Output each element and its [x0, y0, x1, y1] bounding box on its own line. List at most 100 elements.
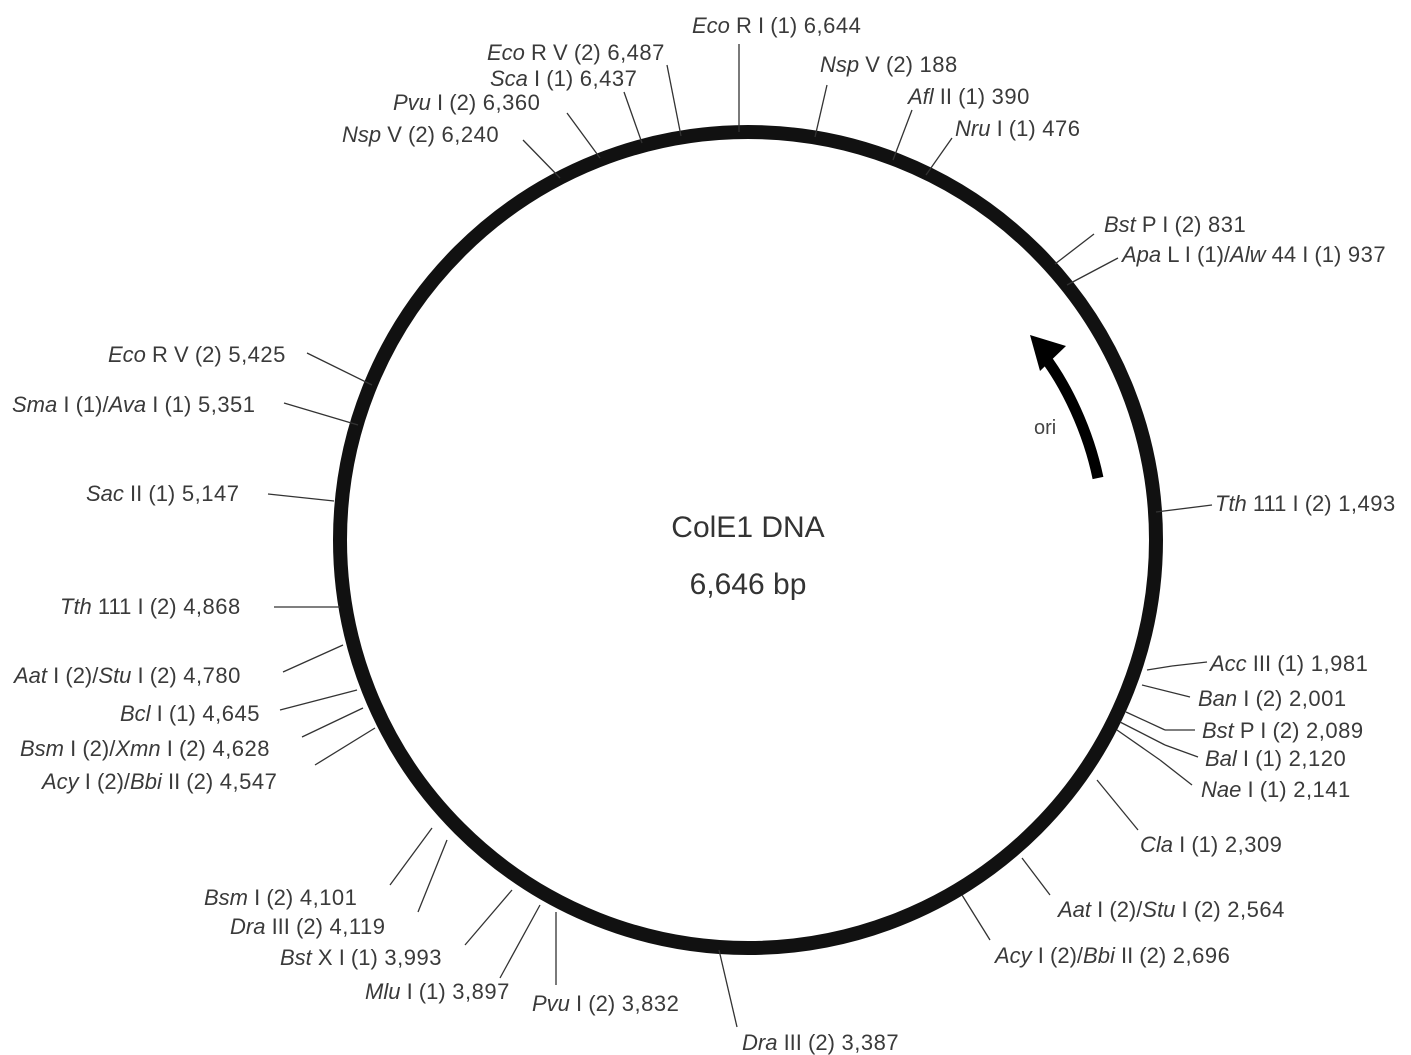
enzyme-suffix: III: [777, 1030, 808, 1055]
enzyme-name: Bbi: [130, 769, 163, 794]
site-count: (1): [1277, 651, 1304, 676]
enzyme-suffix: I: [990, 116, 1008, 141]
enzyme-suffix: I: [146, 392, 164, 417]
site-position: 4,780: [177, 663, 241, 688]
cut-site-tick: [1155, 504, 1213, 513]
site-count: (2): [1109, 897, 1136, 922]
site-count: (1): [770, 13, 797, 38]
site-position: 476: [1036, 116, 1081, 141]
enzyme-suffix: X I: [312, 945, 351, 970]
cut-site-tick: [1141, 684, 1191, 698]
site-position: 5,147: [175, 481, 239, 506]
enzyme-suffix: I: [1175, 897, 1193, 922]
enzyme-name: Dra: [742, 1030, 777, 1055]
cut-site-tick: [925, 137, 953, 176]
cut-site-tick: [389, 827, 433, 886]
enzyme-suffix: I: [431, 90, 449, 115]
cut-site-tick: [279, 689, 358, 711]
enzyme-name: Pvu: [532, 991, 570, 1016]
enzyme-name: Pvu: [393, 90, 431, 115]
site-position: 1,493: [1332, 491, 1396, 516]
enzyme-name: Stu: [1142, 897, 1175, 922]
enzyme-name: Sac: [86, 481, 124, 506]
site-position: 4,628: [206, 736, 270, 761]
site-position: 3,897: [446, 979, 510, 1004]
enzyme-name: Mlu: [365, 979, 400, 1004]
cut-site-label: Tth 111 I (2) 4,868: [60, 594, 241, 619]
enzyme-name: Nsp: [820, 52, 859, 77]
enzyme-suffix: I: [1032, 943, 1050, 968]
enzyme-name: Bst: [280, 945, 313, 970]
site-count: (1): [1197, 242, 1224, 267]
site-position: 3,993: [378, 945, 442, 970]
enzyme-suffix: I: [1173, 832, 1191, 857]
enzyme-name: Eco: [108, 342, 146, 367]
site-position: 390: [985, 84, 1030, 109]
enzyme-suffix: III: [265, 914, 296, 939]
enzyme-name: Tth: [1215, 491, 1247, 516]
enzyme-suffix: I: [57, 392, 75, 417]
cut-site-label: Acy I (2)/Bbi II (2) 2,696: [993, 943, 1230, 968]
enzyme-name: Acy: [993, 943, 1034, 968]
cut-site-label: Bsm I (2)/Xmn I (2) 4,628: [20, 736, 270, 761]
cut-site-label: Aat I (2)/Stu I (2) 4,780: [12, 663, 241, 688]
enzyme-suffix: I: [1091, 897, 1109, 922]
enzyme-separator: /: [1224, 242, 1231, 267]
enzyme-separator: /: [102, 392, 109, 417]
site-count: (1): [169, 701, 196, 726]
enzyme-name: Nae: [1201, 777, 1241, 802]
site-count: (1): [1260, 777, 1287, 802]
enzyme-name: Bcl: [120, 701, 152, 726]
site-count: (2): [150, 594, 177, 619]
enzyme-name: Xmn: [114, 736, 160, 761]
enzyme-name: Afl: [906, 84, 935, 109]
enzyme-name: Nsp: [342, 122, 381, 147]
site-count: (2): [65, 663, 92, 688]
site-count: (2): [97, 769, 124, 794]
enzyme-suffix: R V: [525, 40, 574, 65]
site-count: (1): [1255, 746, 1282, 771]
site-count: (2): [1050, 943, 1077, 968]
site-position: 4,868: [177, 594, 241, 619]
site-count: (1): [1314, 242, 1341, 267]
site-position: 937: [1341, 242, 1386, 267]
site-position: 6,437: [573, 66, 637, 91]
site-count: (2): [82, 736, 109, 761]
enzyme-name: Bbi: [1083, 943, 1116, 968]
cut-site-label: Dra III (2) 3,387: [742, 1030, 899, 1055]
cut-site-label: Aat I (2)/Stu I (2) 2,564: [1056, 897, 1285, 922]
enzyme-suffix: I: [1237, 686, 1255, 711]
cut-site-label: Bst P I (2) 2,089: [1202, 718, 1364, 743]
site-count: (2): [186, 769, 213, 794]
enzyme-suffix: 111 I: [1247, 491, 1305, 516]
site-position: 5,351: [191, 392, 255, 417]
cut-site-tick: [1116, 729, 1161, 761]
cut-site-tick: [283, 402, 359, 426]
cut-site-label: Sca I (1) 6,437: [490, 66, 637, 91]
site-count: (2): [1273, 718, 1300, 743]
enzyme-name: Stu: [98, 663, 131, 688]
enzyme-name: Bsm: [204, 885, 248, 910]
cut-site-label: Sma I (1)/Ava I (1) 5,351: [12, 392, 256, 417]
cut-site-tick: [1125, 711, 1166, 731]
site-count: (2): [195, 342, 222, 367]
enzyme-separator: /: [1077, 943, 1084, 968]
enzyme-suffix: R I: [730, 13, 770, 38]
cut-site-leader: [1159, 759, 1193, 786]
cut-site-label: Mlu I (1) 3,897: [365, 979, 510, 1004]
site-count: (2): [449, 90, 476, 115]
cut-site-label: Ban I (2) 2,001: [1198, 686, 1347, 711]
site-count: (1): [1191, 832, 1218, 857]
site-position: 2,696: [1166, 943, 1230, 968]
site-count: (2): [1256, 686, 1283, 711]
enzyme-suffix: I: [1241, 777, 1259, 802]
enzyme-suffix: I: [1237, 746, 1255, 771]
cut-site-label: Eco R I (1) 6,644: [692, 13, 861, 38]
cut-site-tick: [623, 91, 643, 144]
cut-site-tick: [282, 644, 344, 673]
cut-site-tick: [961, 894, 991, 941]
site-count: (2): [1175, 212, 1202, 237]
enzyme-name: Tth: [60, 594, 92, 619]
enzyme-name: Ban: [1198, 686, 1237, 711]
